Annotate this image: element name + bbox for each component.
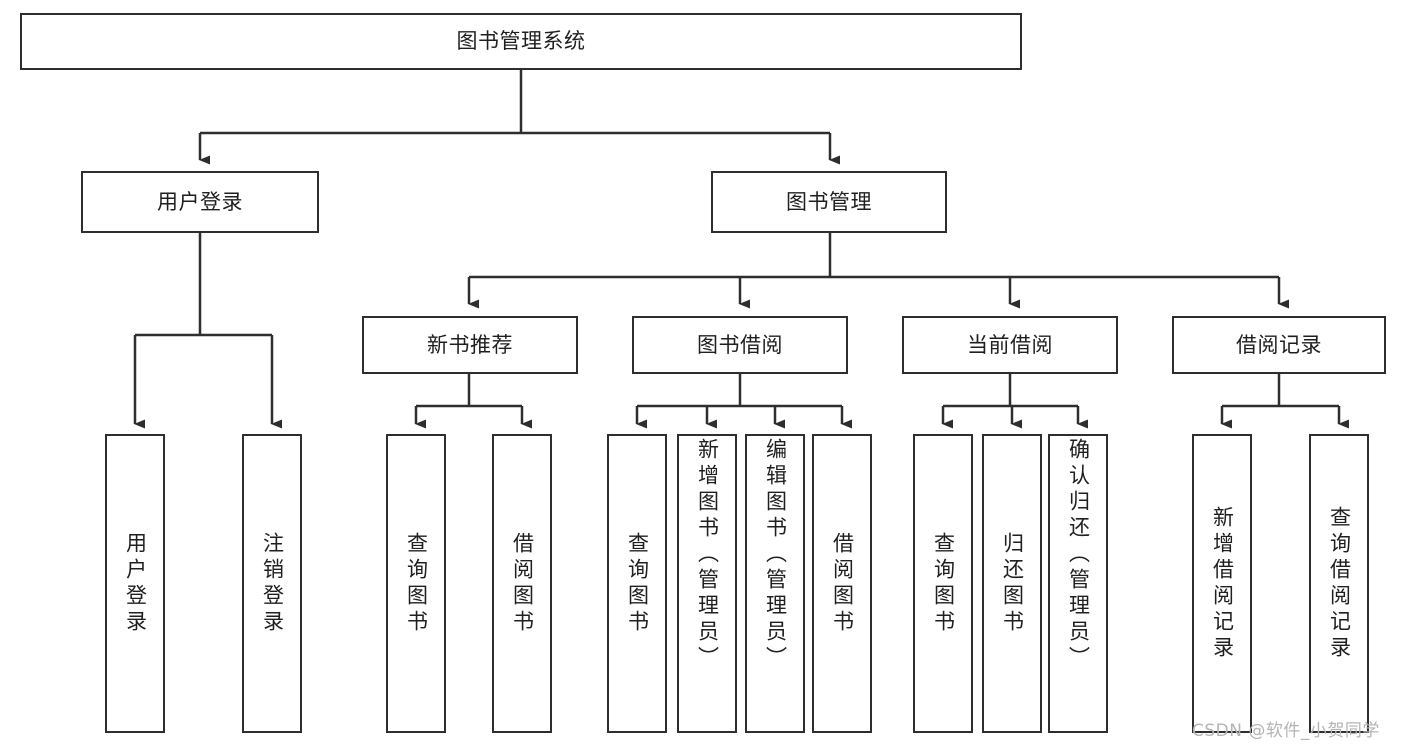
leaf-add-record[interactable]: 新增借阅记录 xyxy=(1192,434,1252,733)
leaf-edit-book[interactable]: 编辑图书（管理员） xyxy=(745,434,805,733)
node-root[interactable]: 图书管理系统 xyxy=(20,13,1022,70)
leaf-return-book-label: 归还图书 xyxy=(1000,531,1025,636)
node-borrow-record-label: 借阅记录 xyxy=(1236,332,1322,357)
leaf-query-book-3-label: 查询图书 xyxy=(931,531,956,636)
node-borrow-record[interactable]: 借阅记录 xyxy=(1172,316,1386,374)
node-book-management-label: 图书管理 xyxy=(786,189,872,214)
leaf-query-record[interactable]: 查询借阅记录 xyxy=(1309,434,1369,733)
leaf-borrow-book-1-label: 借阅图书 xyxy=(510,531,535,636)
leaf-return-book[interactable]: 归还图书 xyxy=(982,434,1042,733)
leaf-query-book-2[interactable]: 查询图书 xyxy=(607,434,667,733)
leaf-user-logout[interactable]: 注销登录 xyxy=(242,434,302,733)
node-current-borrow-label: 当前借阅 xyxy=(967,332,1053,357)
leaf-user-login[interactable]: 用户登录 xyxy=(105,434,165,733)
node-current-borrow[interactable]: 当前借阅 xyxy=(902,316,1118,374)
leaf-query-book-3[interactable]: 查询图书 xyxy=(913,434,973,733)
leaf-user-logout-label: 注销登录 xyxy=(260,531,285,636)
node-book-management[interactable]: 图书管理 xyxy=(711,171,947,233)
node-user-login-label: 用户登录 xyxy=(157,189,243,214)
leaf-borrow-book-2-label: 借阅图书 xyxy=(830,531,855,636)
node-root-label: 图书管理系统 xyxy=(456,29,586,54)
leaf-query-record-label: 查询借阅记录 xyxy=(1327,505,1352,662)
leaf-borrow-book-2[interactable]: 借阅图书 xyxy=(812,434,872,733)
leaf-user-login-label: 用户登录 xyxy=(123,531,148,636)
node-new-book-recommend-label: 新书推荐 xyxy=(427,332,513,357)
csdn-watermark: CSDN @软件_小贺同学 xyxy=(1192,721,1380,741)
leaf-add-book[interactable]: 新增图书（管理员） xyxy=(677,434,737,733)
leaf-add-record-label: 新增借阅记录 xyxy=(1210,505,1235,662)
node-book-borrow[interactable]: 图书借阅 xyxy=(632,316,848,374)
node-new-book-recommend[interactable]: 新书推荐 xyxy=(362,316,578,374)
leaf-confirm-return[interactable]: 确认归还（管理员） xyxy=(1048,434,1108,733)
leaf-query-book-1[interactable]: 查询图书 xyxy=(386,434,446,733)
node-user-login[interactable]: 用户登录 xyxy=(81,171,319,233)
leaf-edit-book-label: 编辑图书（管理员） xyxy=(763,438,788,672)
leaf-query-book-2-label: 查询图书 xyxy=(625,531,650,636)
leaf-add-book-label: 新增图书（管理员） xyxy=(695,438,720,672)
leaf-confirm-return-label: 确认归还（管理员） xyxy=(1066,438,1091,672)
leaf-borrow-book-1[interactable]: 借阅图书 xyxy=(492,434,552,733)
leaf-query-book-1-label: 查询图书 xyxy=(404,531,429,636)
node-book-borrow-label: 图书借阅 xyxy=(697,332,783,357)
